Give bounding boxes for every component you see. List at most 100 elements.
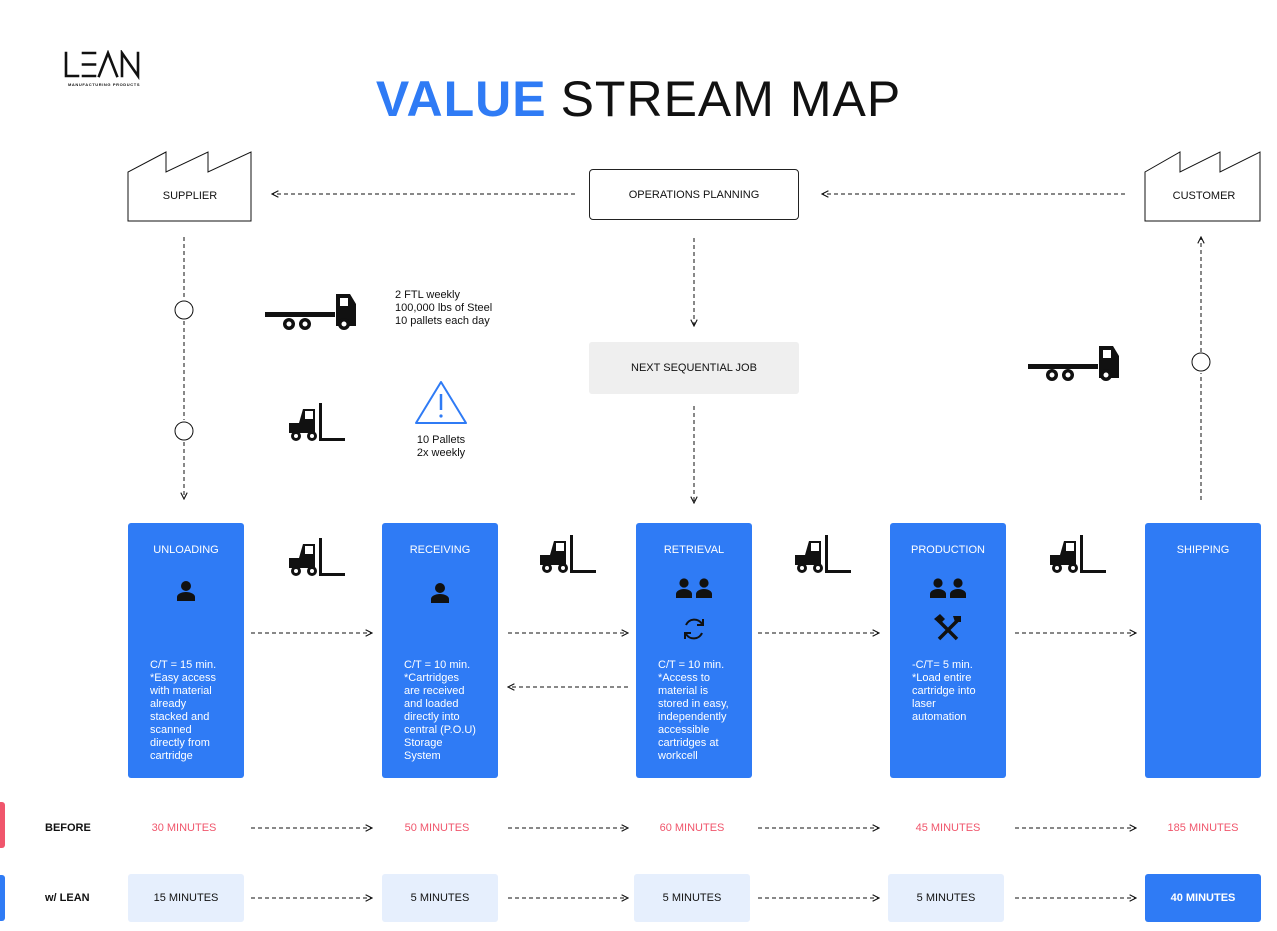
forklift-icon-4 [795,535,851,573]
stage-title: RETRIEVAL [663,544,725,556]
warning-note-line: 2x weekly [416,447,466,459]
desc-line: stored in easy, [658,698,729,710]
person-icon [431,583,449,603]
desc-line: stacked and [150,711,210,723]
stage-icons-2 [636,616,752,642]
title-rest: STREAM MAP [560,71,902,127]
circle-marker-1 [174,300,194,320]
desc-line: *Load entire [912,672,972,684]
truck-note-line: 100,000 lbs of Steel [395,302,493,314]
lean-value: 5 MINUTES [662,892,722,904]
desc-line: C/T = 10 min. [404,659,471,671]
stage-icons [128,580,244,602]
stage-description: C/T = 10 min. *Cartridges are received a… [404,659,496,763]
stage-receiving: RECEIVING C/T = 10 min. *Cartridges are … [382,523,498,778]
stage-shipping: SHIPPING [1145,523,1261,778]
two-people-icon [676,578,712,598]
stage-title: RECEIVING [409,544,471,556]
lean-side-tab [0,875,5,921]
truck-note-line: 2 FTL weekly [395,289,461,301]
lean-value: 15 MINUTES [153,892,219,904]
operations-planning-box: OPERATIONS PLANNING [589,169,799,220]
lean-value-box: 5 MINUTES [888,874,1004,922]
two-people-icon [930,578,966,598]
person-icon [177,581,195,601]
lean-value: 5 MINUTES [916,892,976,904]
circle-marker-2 [174,421,194,441]
lean-value: 5 MINUTES [410,892,470,904]
before-row-label: BEFORE [45,822,91,834]
before-value: 50 MINUTES [404,822,470,834]
customer-factory-icon [1144,151,1261,222]
rotate-icon [684,618,704,640]
desc-line: System [404,750,441,762]
desc-line: directly into [404,711,460,723]
desc-line: and loaded [404,698,459,710]
title-strong: VALUE [375,71,547,127]
desc-line: with material [150,685,212,697]
desc-line: are received [404,685,465,697]
stage-title: SHIPPING [1176,544,1230,556]
stage-description: C/T = 10 min. *Access to material is sto… [658,659,750,763]
desc-line: cartridges at [658,737,719,749]
desc-line: material is [658,685,709,697]
desc-line: workcell [658,750,698,762]
desc-line: scanned [150,724,192,736]
forklift-icon-1 [289,403,345,441]
before-value: 185 MINUTES [1167,822,1239,834]
desc-line: laser [912,698,936,710]
desc-line: *Access to [658,672,710,684]
forklift-icon-2 [289,538,345,576]
lean-total-box: 40 MINUTES [1145,874,1261,922]
next-sequential-job-label: NEXT SEQUENTIAL JOB [631,362,757,374]
desc-line: independently [658,711,727,723]
logo-subtitle: MANUFACTURING PRODUCTS [68,82,141,87]
stage-unloading: UNLOADING C/T = 15 min. *Easy access wit… [128,523,244,778]
truck-note-line: 10 pallets each day [395,315,490,327]
lean-value-box: 5 MINUTES [634,874,750,922]
lean-row-label: w/ LEAN [45,892,90,904]
forklift-icon-5 [1050,535,1106,573]
stage-production: PRODUCTION -C/T= 5 min. *Load entire car… [890,523,1006,778]
stage-retrieval: RETRIEVAL C/T = 10 min. *Access to mater… [636,523,752,778]
desc-line: accessible [658,724,710,736]
desc-line: *Cartridges [404,672,460,684]
desc-line: central (P.O.U) [404,724,476,736]
operations-planning-label: OPERATIONS PLANNING [628,188,760,201]
stage-icons [382,582,498,604]
lean-logo-mark [64,48,140,81]
truck-icon-2 [1028,346,1119,381]
supplier-factory-icon [127,151,252,222]
warning-note: 10 Pallets 2x weekly [391,434,491,460]
tools-icon [934,614,961,641]
lean-value-box: 5 MINUTES [382,874,498,922]
desc-line: cartridge [150,750,193,762]
desc-line: already [150,698,187,710]
stage-title: PRODUCTION [911,544,985,556]
desc-line: cartridge into [912,685,976,697]
stage-icons [636,577,752,599]
desc-line: Storage [404,737,443,749]
circle-marker-3 [1191,352,1211,372]
desc-line: directly from [150,737,210,749]
desc-line: -C/T= 5 min. [912,659,973,671]
lean-value-box: 15 MINUTES [128,874,244,922]
stage-icons-2 [890,614,1006,642]
truck-note: 2 FTL weekly 100,000 lbs of Steel 10 pal… [395,289,492,328]
before-value: 45 MINUTES [915,822,981,834]
before-value: 30 MINUTES [151,822,217,834]
supplier-label: SUPPLIER [162,190,218,202]
next-sequential-job-box: NEXT SEQUENTIAL JOB [589,342,799,394]
truck-icon-1 [265,294,356,330]
before-side-tab [0,802,5,848]
forklift-icon-3 [540,535,596,573]
before-value: 60 MINUTES [659,822,725,834]
warning-icon [415,381,467,424]
stage-description: -C/T= 5 min. *Load entire cartridge into… [912,659,1004,724]
lean-total-value: 40 MINUTES [1170,892,1236,904]
lean-logo: MANUFACTURING PRODUCTS [64,48,144,90]
stage-icons [890,577,1006,599]
desc-line: *Easy access [150,672,217,684]
